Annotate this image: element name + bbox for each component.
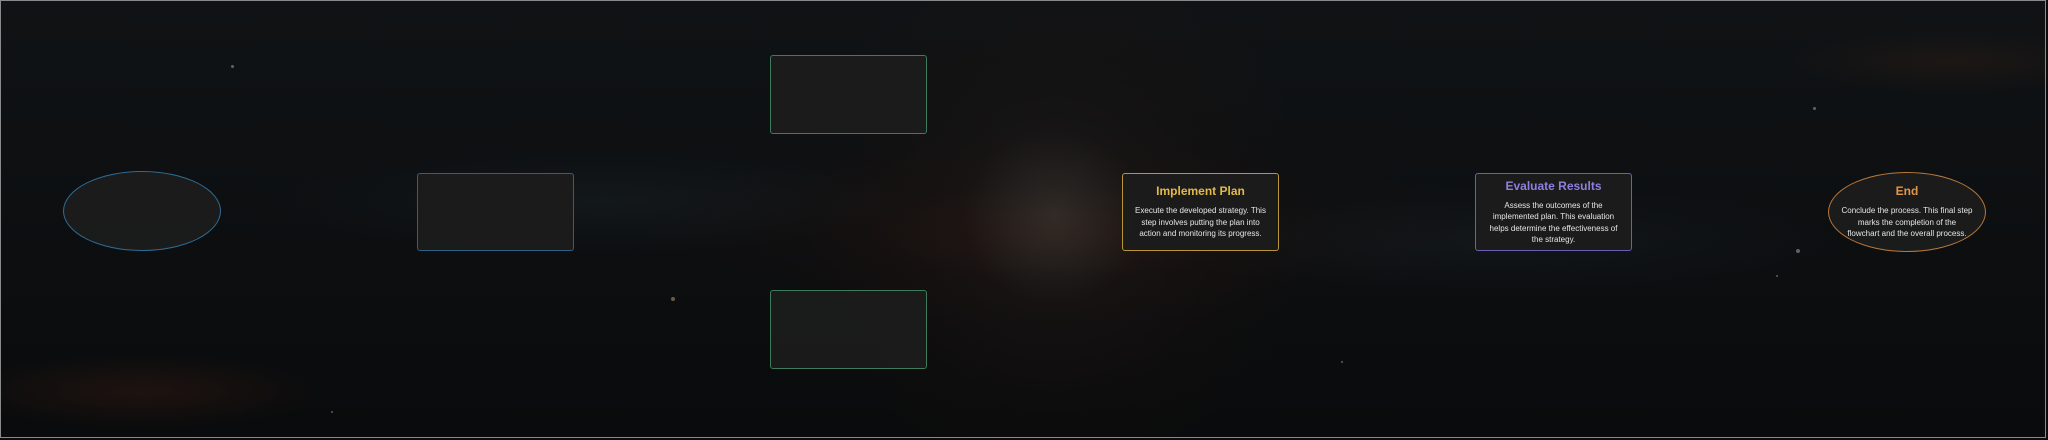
implement-plan-title: Implement Plan bbox=[1156, 184, 1245, 199]
implement-plan-description: Execute the developed strategy. This ste… bbox=[1135, 206, 1266, 239]
background-star bbox=[1796, 249, 1800, 253]
branch-top-node[interactable] bbox=[770, 55, 927, 134]
branch-bottom-node[interactable] bbox=[770, 290, 927, 369]
evaluate-results-node[interactable]: Evaluate Results Assess the outcomes of … bbox=[1475, 173, 1632, 251]
background-star bbox=[1776, 275, 1778, 277]
background-star bbox=[331, 411, 333, 413]
end-node-description: Conclude the process. This final step ma… bbox=[1841, 206, 1973, 239]
end-node[interactable]: End Conclude the process. This final ste… bbox=[1828, 172, 1986, 252]
evaluate-results-title: Evaluate Results bbox=[1505, 178, 1602, 193]
background-star bbox=[671, 297, 675, 301]
implement-plan-node[interactable]: Implement Plan Execute the developed str… bbox=[1122, 173, 1279, 251]
process-step-node[interactable] bbox=[417, 173, 574, 251]
start-node[interactable] bbox=[63, 171, 221, 251]
background-star bbox=[1813, 107, 1816, 110]
end-node-title: End bbox=[1895, 184, 1919, 199]
background-star bbox=[1341, 361, 1343, 363]
background-star bbox=[231, 65, 234, 68]
evaluate-results-description: Assess the outcomes of the implemented p… bbox=[1489, 200, 1618, 245]
